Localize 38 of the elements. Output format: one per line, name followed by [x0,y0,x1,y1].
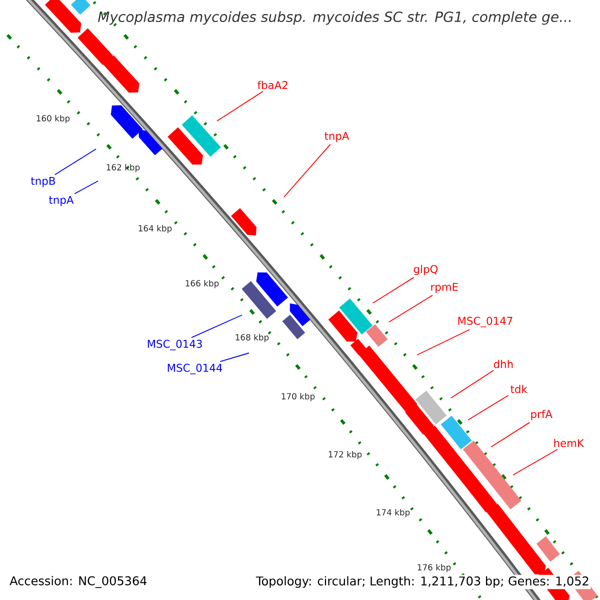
map-title: Mycoplasma mycoides subsp. mycoides SC str. PG1, complete ge... [98,11,571,25]
scale-label: 166 kbp [186,280,219,288]
gene-label: MSC_0143 [148,340,202,350]
leader-line [450,370,494,398]
gene-label: hemK [554,438,584,448]
leader-line [468,394,509,420]
gene-label: MSC_0144 [168,364,222,374]
gene-label: tdk [510,384,528,394]
leader-line [372,276,414,304]
gene-label: MSC_0147 [458,316,512,328]
leader-line [191,314,242,338]
leader-line [74,180,98,194]
gene-label: tnpA [324,132,350,142]
leader-line [416,329,470,356]
footer-text: Accession: NC_005364 [10,576,147,588]
leader-line [54,148,96,176]
scale-label: 168 kbp [236,334,269,342]
scale-label: 160 kbp [36,114,70,124]
gene-label: fbaA2 [258,80,288,90]
scale-label: 174 kbp [376,508,410,518]
leader-line [216,90,264,122]
leader-line [512,448,558,476]
gene-label: tnpA [49,196,74,206]
gene-label: glpQ [414,264,438,276]
gene-label: rpmE [431,283,458,293]
scale-label: 162 kbp [106,164,140,172]
footer-text: Topology: circular; Length: 1,211,703 bp; Genes: 1,052 [254,574,591,590]
leader-line [220,352,250,362]
leader-line [388,294,434,322]
gene-label: prfA [531,410,552,420]
leader-line [490,422,530,448]
scale-label: 164 kbp [138,224,172,234]
scale-label: 172 kbp [328,450,362,460]
gene-label: tnpB [31,177,55,187]
leader-line [284,144,331,198]
scale-label: 176 kbp [418,564,451,572]
scale-label: 170 kbp [282,392,315,402]
gene-label: dhh [494,360,513,368]
